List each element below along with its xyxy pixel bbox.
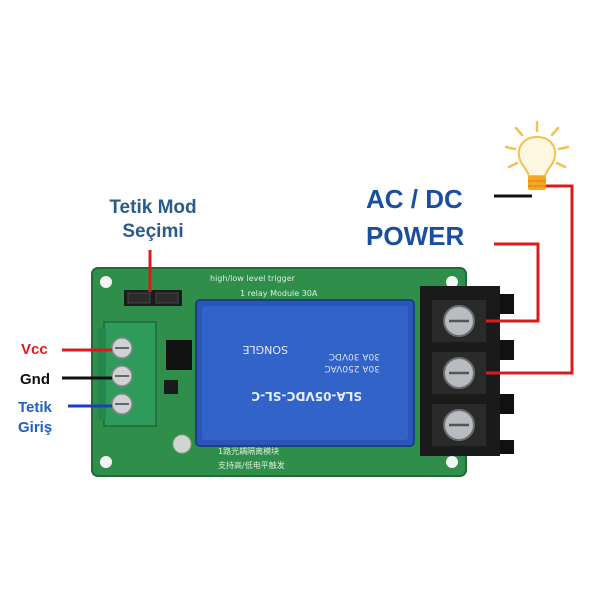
trigger-mode-jumper bbox=[124, 290, 182, 306]
transistor bbox=[164, 380, 178, 394]
acdc-label: AC / DC bbox=[366, 184, 463, 214]
signal-terminal-block bbox=[98, 321, 157, 427]
silk-text-top: high/low level trigger bbox=[210, 274, 296, 283]
trigger-mode-label-line1: Tetik Mod bbox=[109, 197, 197, 218]
optocoupler-chip bbox=[166, 340, 192, 370]
trigger-mode-label: Tetik Mod Seçimi bbox=[88, 196, 218, 244]
power-terminal-block bbox=[420, 286, 514, 456]
screw-icon bbox=[432, 300, 486, 342]
trigger-input-label-line1: Tetik bbox=[18, 399, 52, 416]
relay-rating-text: 30A 30VDC bbox=[329, 351, 380, 361]
mounting-hole bbox=[446, 276, 458, 288]
trigger-mode-label-line2: Seçimi bbox=[122, 221, 184, 242]
screw-icon bbox=[432, 352, 486, 394]
mounting-hole bbox=[100, 276, 112, 288]
vcc-label: Vcc bbox=[21, 341, 48, 358]
screw-icon bbox=[432, 404, 486, 446]
mounting-hole bbox=[100, 456, 112, 468]
relay-model-text: SLA-05VDC-SL-C bbox=[251, 389, 362, 403]
relay-brand-text: SONGLE bbox=[242, 343, 288, 356]
led-indicator bbox=[172, 434, 192, 454]
power-label: POWER bbox=[366, 221, 465, 251]
mounting-hole bbox=[446, 456, 458, 468]
silk-text-bottom: 支持高/低电平触发 bbox=[218, 460, 285, 470]
relay-body: SLA-05VDC-SL-C SONGLE 30A 250VAC 30A 30V… bbox=[195, 299, 415, 447]
light-bulb-icon bbox=[504, 120, 570, 190]
relay-rating-text: 30A 250VAC bbox=[324, 363, 380, 373]
trigger-input-label-line2: Giriş bbox=[18, 419, 53, 436]
power-wire bbox=[486, 242, 540, 323]
silk-text-bottom: 1路光耦隔离模块 bbox=[218, 446, 279, 456]
gnd-label: Gnd bbox=[20, 371, 50, 388]
lamp-wire bbox=[486, 184, 574, 375]
trigger-input-label: Tetik Giriş bbox=[18, 398, 68, 438]
silk-text-top: 1 relay Module 30A bbox=[240, 289, 318, 298]
